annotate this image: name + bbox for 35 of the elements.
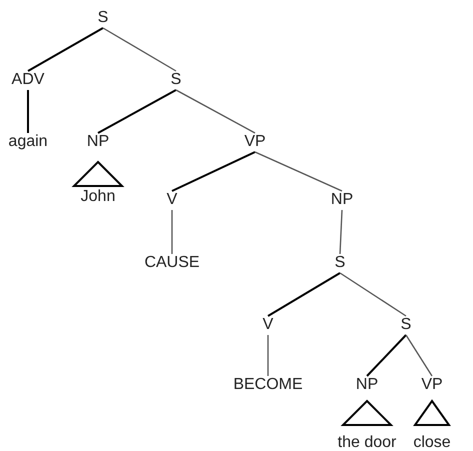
tree-label: the door bbox=[338, 434, 396, 451]
tree-branch bbox=[339, 210, 343, 254]
triangle-symbol bbox=[72, 160, 124, 187]
tree-branch bbox=[254, 151, 342, 192]
triangle-symbol bbox=[413, 399, 451, 426]
tree-label: ADV bbox=[12, 71, 44, 89]
tree-label: NP bbox=[356, 376, 378, 394]
tree-branch bbox=[366, 334, 407, 377]
tree-label: S bbox=[170, 71, 182, 89]
tree-branch bbox=[102, 27, 176, 72]
tree-label: John bbox=[80, 188, 116, 206]
tree-label: BECOME bbox=[233, 376, 303, 394]
tree-branch bbox=[171, 210, 173, 254]
tree-label: V bbox=[262, 316, 274, 334]
tree-label: CAUSE bbox=[144, 254, 200, 272]
tree-branch bbox=[176, 89, 256, 134]
tree-branch bbox=[340, 272, 406, 317]
tree-branch bbox=[98, 89, 176, 134]
tree-label: NP bbox=[86, 133, 110, 151]
tree-label: NP bbox=[330, 191, 354, 209]
tree-label: S bbox=[98, 9, 108, 27]
tree-label: close bbox=[413, 434, 451, 451]
tree-label: S bbox=[334, 254, 346, 272]
tree-branch bbox=[267, 335, 269, 376]
tree-branch bbox=[267, 272, 341, 317]
tree-label: V bbox=[166, 191, 178, 209]
tree-branch bbox=[28, 27, 104, 72]
tree-label: VP bbox=[421, 376, 443, 394]
tree-label: VP bbox=[244, 133, 266, 151]
tree-branch bbox=[405, 334, 433, 376]
tree-branch bbox=[27, 90, 29, 133]
triangle-symbol bbox=[340, 400, 394, 426]
tree-branch bbox=[172, 151, 256, 192]
tree-label: again bbox=[8, 133, 48, 151]
tree-label: S bbox=[400, 316, 412, 334]
